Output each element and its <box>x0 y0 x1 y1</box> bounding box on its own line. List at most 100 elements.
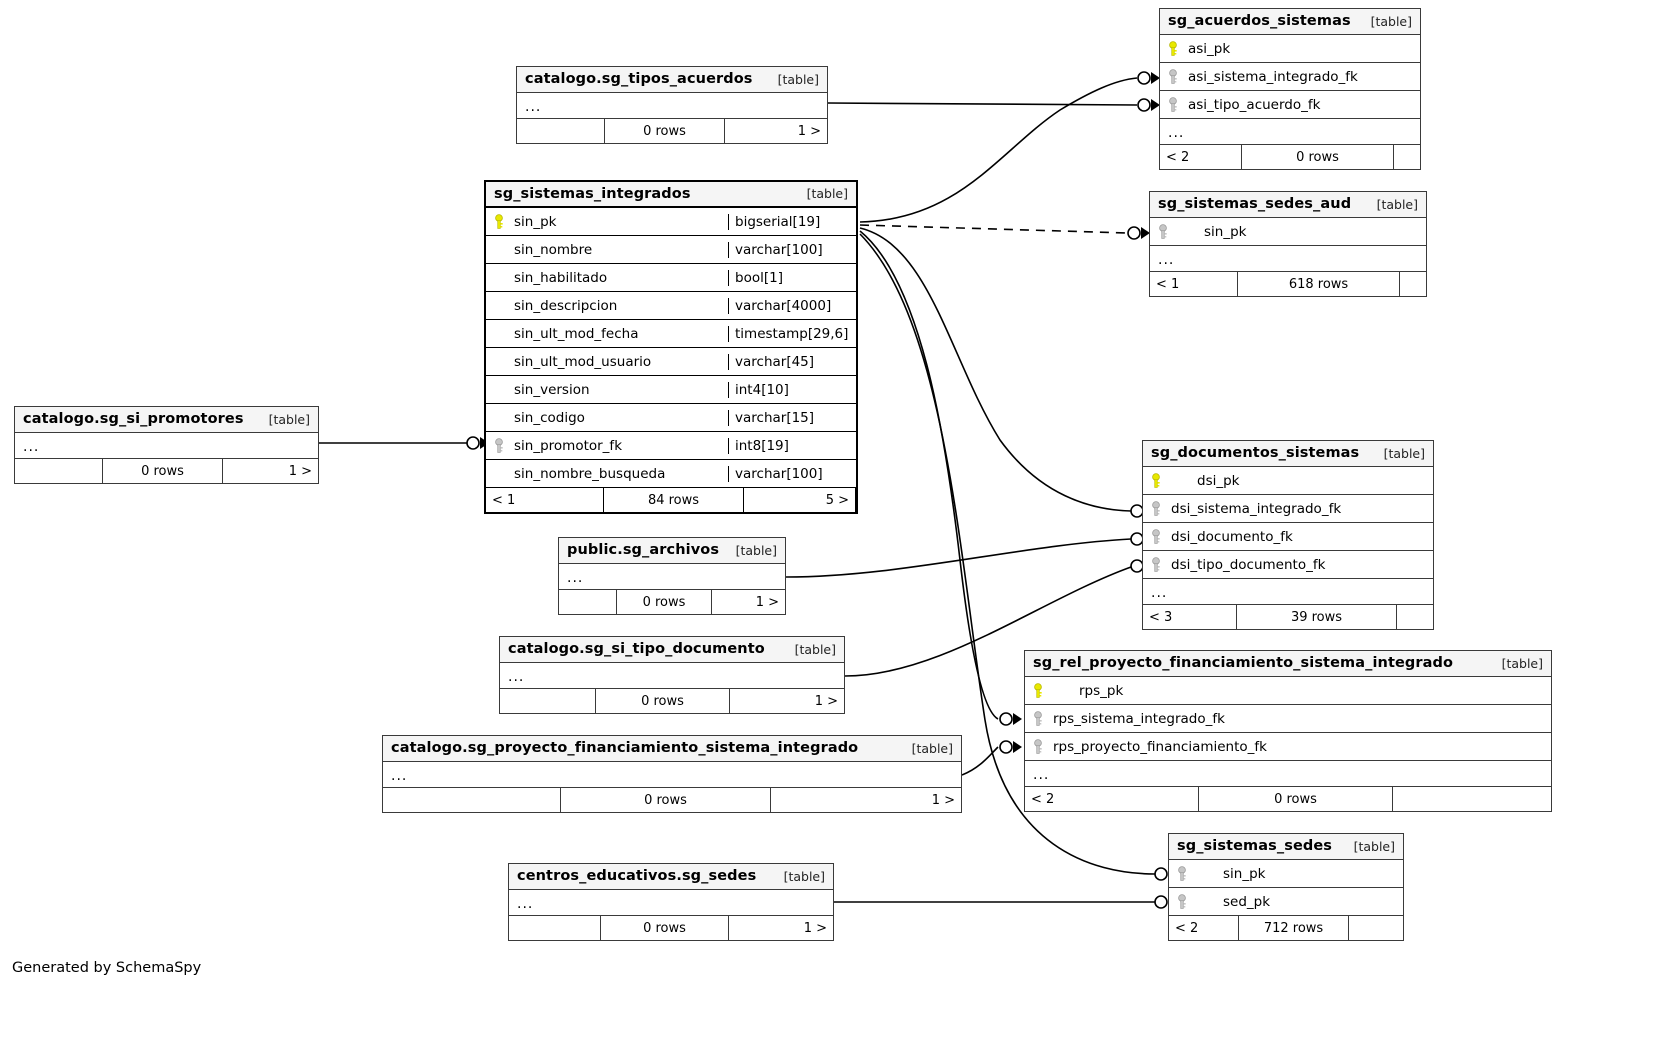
primary-key-cell <box>1143 472 1169 489</box>
table-type-tag: [table] <box>1353 838 1395 854</box>
foreign-key-icon <box>1152 500 1160 516</box>
column-name: sin_nombre_busqueda <box>514 465 666 482</box>
table-row[interactable]: sin_pk <box>1169 860 1403 888</box>
table-row[interactable]: sin_pk <box>1150 218 1426 246</box>
column-name: sin_promotor_fk <box>514 437 623 454</box>
table-catalogo_sg_proyecto_financiamiento_sistema_integrado[interactable]: catalogo.sg_proyecto_financiamiento_sist… <box>382 735 962 813</box>
table-row[interactable]: dsi_pk <box>1143 467 1433 495</box>
table-row[interactable]: sin_nombre_busqueda varchar[100] <box>486 460 856 488</box>
children-count: 1 > <box>797 123 821 139</box>
table-row[interactable]: rps_pk <box>1025 677 1551 705</box>
primary-key-cell <box>486 213 512 230</box>
children-count <box>1394 145 1420 169</box>
row-count: 0 rows <box>605 119 725 143</box>
table-row[interactable]: asi_tipo_acuerdo_fk <box>1160 91 1420 119</box>
table-more-columns-ellipsis: ... <box>1160 119 1420 145</box>
table-footer: 0 rows 1 > <box>500 689 844 713</box>
row-count: 0 rows <box>596 689 730 713</box>
table-footer: 0 rows 1 > <box>517 119 827 143</box>
foreign-key-icon <box>1169 68 1177 84</box>
table-row[interactable]: dsi_tipo_documento_fk <box>1143 551 1433 579</box>
table-title: catalogo.sg_si_promotores <box>23 411 244 427</box>
foreign-key-icon <box>1178 893 1186 909</box>
table-catalogo_sg_si_tipo_documento[interactable]: catalogo.sg_si_tipo_documento[table]...0… <box>499 636 845 714</box>
foreign-key-cell <box>1150 223 1176 240</box>
table-header: sg_acuerdos_sistemas[table] <box>1160 9 1420 35</box>
children-count <box>1349 916 1403 940</box>
foreign-key-cell <box>1143 556 1169 573</box>
table-type-tag: [table] <box>735 542 777 558</box>
parents-count <box>500 689 596 713</box>
table-type-tag: [table] <box>1370 13 1412 29</box>
table-footer: 0 rows 1 > <box>383 788 961 812</box>
column-type: varchar[45] <box>728 353 856 370</box>
table-type-tag: [table] <box>268 411 310 427</box>
foreign-key-cell <box>1143 500 1169 517</box>
table-catalogo_sg_si_promotores[interactable]: catalogo.sg_si_promotores[table]...0 row… <box>14 406 319 484</box>
column-name: rps_proyecto_financiamiento_fk <box>1053 738 1267 755</box>
table-header: sg_sistemas_sedes[table] <box>1169 834 1403 860</box>
table-type-tag: [table] <box>806 186 848 201</box>
row-count: 0 rows <box>561 788 771 812</box>
column-name: dsi_tipo_documento_fk <box>1171 556 1326 573</box>
foreign-key-icon <box>1152 556 1160 572</box>
column-name: asi_sistema_integrado_fk <box>1188 68 1358 85</box>
table-row[interactable]: asi_sistema_integrado_fk <box>1160 63 1420 91</box>
table-title: sg_sistemas_integrados <box>494 185 691 202</box>
table-type-tag: [table] <box>777 71 819 87</box>
children-count: 1 > <box>931 792 955 808</box>
column-type: bigserial[19] <box>728 213 856 230</box>
parents-count: < 1 <box>486 488 604 512</box>
table-row[interactable]: dsi_sistema_integrado_fk <box>1143 495 1433 523</box>
table-row[interactable]: rps_proyecto_financiamiento_fk <box>1025 733 1551 761</box>
column-name: sin_habilitado <box>514 269 608 286</box>
table-title: catalogo.sg_tipos_acuerdos <box>525 71 753 87</box>
table-title: catalogo.sg_proyecto_financiamiento_sist… <box>391 740 859 756</box>
column-name: asi_pk <box>1188 40 1231 57</box>
children-count: 1 > <box>814 693 838 709</box>
table-row[interactable]: sed_pk <box>1169 888 1403 916</box>
children-count: 5 > <box>744 488 856 512</box>
table-row[interactable]: rps_sistema_integrado_fk <box>1025 705 1551 733</box>
column-name: sed_pk <box>1223 893 1271 910</box>
parents-count: < 2 <box>1169 916 1239 940</box>
row-count: 618 rows <box>1238 272 1400 296</box>
column-name: sin_version <box>514 381 590 398</box>
table-sg_acuerdos_sistemas[interactable]: sg_acuerdos_sistemas[table] asi_pk asi_sis… <box>1159 8 1421 170</box>
table-more-columns-ellipsis: ... <box>1025 761 1551 787</box>
parents-count <box>517 119 605 143</box>
table-row[interactable]: dsi_documento_fk <box>1143 523 1433 551</box>
table-sg_sistemas_sedes_aud[interactable]: sg_sistemas_sedes_aud[table]sin_pk...< 1… <box>1149 191 1427 297</box>
edge-proyecto-financiamiento-to-rps <box>961 746 999 776</box>
row-count: 39 rows <box>1237 605 1397 629</box>
table-sg_rel_proyecto_financiamiento_sistema_integrado[interactable]: sg_rel_proyecto_financiamiento_sistema_i… <box>1024 650 1552 812</box>
row-count: 0 rows <box>1242 145 1394 169</box>
parents-count: < 3 <box>1143 605 1237 629</box>
table-more-columns-ellipsis: ... <box>383 762 961 788</box>
table-centros_educativos_sg_sedes[interactable]: centros_educativos.sg_sedes[table]...0 r… <box>508 863 834 941</box>
edge-tipos-acuerdos-to-acuerdos <box>827 102 1138 106</box>
table-catalogo_sg_tipos_acuerdos[interactable]: catalogo.sg_tipos_acuerdos[table]...0 ro… <box>516 66 828 144</box>
table-type-tag: [table] <box>1383 445 1425 461</box>
column-name: asi_tipo_acuerdo_fk <box>1188 96 1321 113</box>
table-header: public.sg_archivos[table] <box>559 538 785 564</box>
table-row[interactable]: asi_pk <box>1160 35 1420 63</box>
column-type: varchar[100] <box>728 465 856 482</box>
